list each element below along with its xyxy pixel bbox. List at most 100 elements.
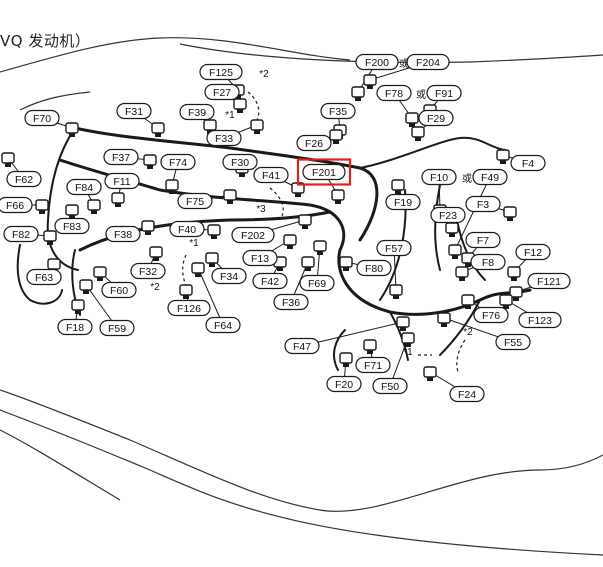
- label-text-f40: F40: [178, 224, 196, 236]
- label-f33: F33: [206, 129, 242, 147]
- connector-f121-icon: [509, 286, 523, 301]
- connector-f13-icon: [283, 234, 297, 249]
- label-f34: F34: [211, 267, 247, 285]
- connector-f71-icon: [363, 339, 377, 354]
- label-text-f31: F31: [125, 106, 143, 118]
- star-note-3: *3: [256, 204, 266, 215]
- label-f76: F76: [473, 306, 509, 324]
- label-f35: F35: [320, 102, 356, 120]
- label-text-f18: F18: [66, 322, 84, 334]
- connector-f26-icon: [329, 129, 343, 144]
- diagram-header: VQ 发动机）: [0, 32, 91, 50]
- label-text-f70: F70: [33, 113, 51, 125]
- label-f202: F202: [231, 226, 275, 244]
- connector-f74-icon: [165, 179, 179, 194]
- label-text-f42: F42: [261, 276, 279, 288]
- annotations: 或或或*2*1*3*1*2*2*1: [150, 58, 473, 358]
- label-text-f12: F12: [524, 247, 542, 259]
- label-f66: F66: [0, 196, 33, 214]
- highlight-box: [296, 158, 352, 186]
- label-f19: F19: [385, 193, 421, 211]
- connector-f29-icon: [411, 126, 425, 141]
- label-text-f57: F57: [385, 243, 403, 255]
- connector-f126-icon: [179, 284, 193, 299]
- label-text-f91: F91: [435, 88, 453, 100]
- label-f201: F201: [302, 163, 346, 181]
- label-f24: F24: [449, 385, 485, 403]
- label-text-f78: F78: [385, 88, 403, 100]
- label-f27: F27: [204, 83, 240, 101]
- label-text-f59: F59: [108, 323, 126, 335]
- label-text-f20: F20: [335, 379, 353, 391]
- connector-f8-icon: [455, 266, 469, 281]
- label-f83: F83: [54, 217, 90, 235]
- connector-f69-icon: [313, 240, 327, 255]
- leader-f49: [454, 176, 491, 251]
- label-f78: F78: [376, 84, 412, 102]
- label-f91: F91: [426, 84, 462, 102]
- label-f8: F8: [470, 253, 506, 271]
- connector-f32-icon: [149, 246, 163, 261]
- or-mark-2: 或: [416, 89, 426, 101]
- label-f29: F29: [418, 109, 454, 127]
- star-note-4: *1: [189, 238, 199, 249]
- label-f11: F11: [104, 172, 140, 190]
- label-f18: F18: [57, 318, 93, 336]
- connector-f76-icon: [461, 294, 475, 309]
- connector-f60-icon: [93, 266, 107, 281]
- connector-f49-icon: [448, 244, 462, 259]
- label-text-f23: F23: [439, 210, 457, 222]
- connector-f37-icon: [143, 154, 157, 169]
- label-text-f36: F36: [282, 297, 300, 309]
- label-text-f50: F50: [381, 381, 399, 393]
- label-text-f37: F37: [112, 152, 130, 164]
- label-f75: F75: [177, 192, 213, 210]
- connector-f12-icon: [507, 266, 521, 281]
- connector-f34-icon: [205, 252, 219, 267]
- leader-f64: [197, 267, 224, 326]
- label-f26: F26: [296, 134, 332, 152]
- label-text-f34: F34: [220, 271, 238, 283]
- label-f84: F84: [66, 178, 102, 196]
- connector-f20-icon: [339, 352, 353, 367]
- label-f70: F70: [24, 109, 60, 127]
- label-text-f121: F121: [537, 276, 561, 288]
- label-f37: F37: [103, 148, 139, 166]
- connector-f27-icon: [233, 98, 247, 113]
- label-text-f29: F29: [427, 113, 445, 125]
- label-f60: F60: [101, 281, 137, 299]
- label-text-f74: F74: [169, 157, 187, 169]
- label-text-f75: F75: [186, 196, 204, 208]
- label-text-f47: F47: [293, 341, 311, 353]
- label-f55: F55: [495, 333, 531, 351]
- connector-f38-icon: [141, 220, 155, 235]
- label-f32: F32: [130, 262, 166, 280]
- label-text-f82: F82: [12, 229, 30, 241]
- connector-f36-icon: [301, 256, 315, 271]
- label-f31: F31: [116, 102, 152, 120]
- connector-f50-icon: [401, 332, 415, 347]
- label-f42: F42: [252, 272, 288, 290]
- label-text-f35: F35: [329, 106, 347, 118]
- label-text-f125: F125: [209, 67, 233, 79]
- label-f47: F47: [284, 337, 320, 355]
- label-text-f64: F64: [214, 320, 232, 332]
- label-text-f26: F26: [305, 138, 323, 150]
- connector-f123-icon: [499, 294, 513, 309]
- label-text-f11: F11: [113, 176, 130, 188]
- label-text-f33: F33: [215, 133, 233, 145]
- label-f40: F40: [169, 220, 205, 238]
- label-f10: F10: [421, 168, 457, 186]
- label-f62: F62: [6, 170, 42, 188]
- label-text-f62: F62: [15, 174, 33, 186]
- label-f36: F36: [273, 293, 309, 311]
- connector-f18-icon: [71, 299, 85, 314]
- connector-f200-icon: [351, 86, 365, 101]
- connector-f57-icon: [389, 284, 403, 299]
- label-f126: F126: [167, 299, 211, 317]
- label-text-f201: F201: [312, 167, 336, 179]
- or-mark-1: 或: [399, 58, 409, 70]
- label-text-f76: F76: [482, 310, 500, 322]
- connector-f83-icon: [65, 204, 79, 219]
- connector-f23-icon: [445, 222, 459, 237]
